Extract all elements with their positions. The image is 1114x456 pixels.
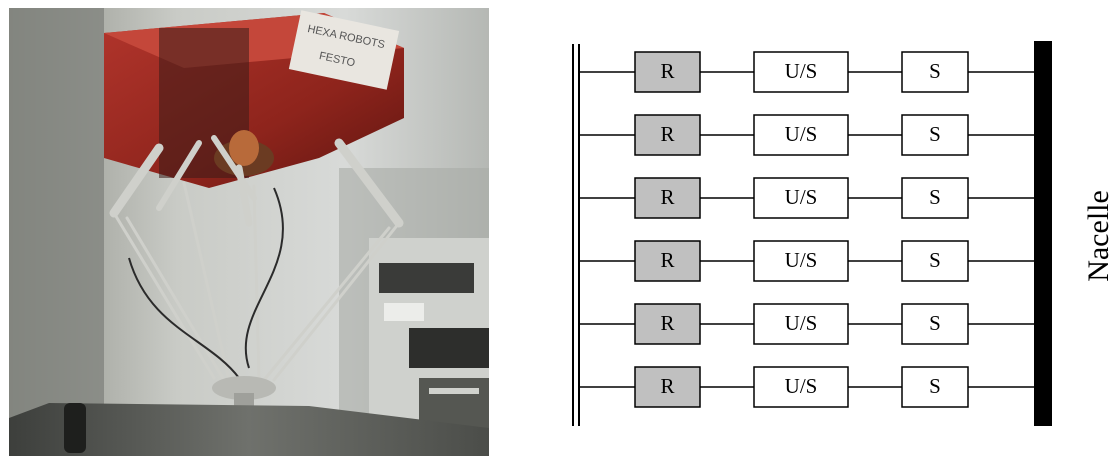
joint-label: U/S: [785, 122, 818, 146]
robot-arms: [109, 135, 404, 382]
base-sign: HEXA ROBOTS FESTO: [288, 10, 400, 90]
joint-label: R: [660, 59, 674, 83]
joint-r-box: [634, 303, 701, 345]
joint-label: U/S: [785, 248, 818, 272]
joint-label: R: [660, 248, 674, 272]
joint-label: S: [929, 122, 941, 146]
joint-s-box: [901, 177, 969, 219]
joint-label: R: [660, 185, 674, 209]
chain-row: R U/S S: [579, 303, 1034, 345]
joint-s-box: [901, 240, 969, 282]
end-effector: [212, 376, 276, 400]
joint-label: S: [929, 59, 941, 83]
chain-row: R U/S S: [579, 366, 1034, 408]
chain-row: R U/S S: [579, 51, 1034, 93]
joint-us-box: [753, 366, 849, 408]
joint-r-box: [634, 114, 701, 156]
chains-layer: R U/S S R U/S S R U/S S R U/S S R U/S S R U/S S: [579, 51, 1034, 408]
joint-r-box: [634, 366, 701, 408]
chain-row: R U/S S: [579, 240, 1034, 282]
joint-label: U/S: [785, 185, 818, 209]
joint-us-box: [753, 177, 849, 219]
joint-label: U/S: [785, 374, 818, 398]
nacelle-label: Nacelle: [1082, 190, 1114, 282]
joint-s-box: [901, 366, 969, 408]
joint-label: U/S: [785, 59, 818, 83]
joint-label: S: [929, 185, 941, 209]
joint-label: S: [929, 248, 941, 272]
joint-label: R: [660, 374, 674, 398]
joint-s-box: [901, 51, 969, 93]
joint-s-box: [901, 303, 969, 345]
joint-us-box: [753, 114, 849, 156]
joint-us-box: [753, 303, 849, 345]
joint-label: R: [660, 311, 674, 335]
chain-row: R U/S S: [579, 114, 1034, 156]
joint-label: R: [660, 122, 674, 146]
joint-us-box: [753, 51, 849, 93]
kinematic-chain-diagram: R U/S S R U/S S R U/S S R U/S S R U/S S R U/S S Nacelle: [572, 41, 1114, 426]
joint-r-box: [634, 177, 701, 219]
delta-robot-photo: HEXA ROBOTS FESTO: [9, 8, 489, 456]
joint-r-box: [634, 240, 701, 282]
chain-row: R U/S S: [579, 177, 1034, 219]
joint-r-box: [634, 51, 701, 93]
joint-s-box: [901, 114, 969, 156]
work-plate: [9, 403, 489, 456]
joint-label: S: [929, 311, 941, 335]
nacelle-bar: [1034, 41, 1052, 426]
joint-label: U/S: [785, 311, 818, 335]
joint-us-box: [753, 240, 849, 282]
joint-label: S: [929, 374, 941, 398]
